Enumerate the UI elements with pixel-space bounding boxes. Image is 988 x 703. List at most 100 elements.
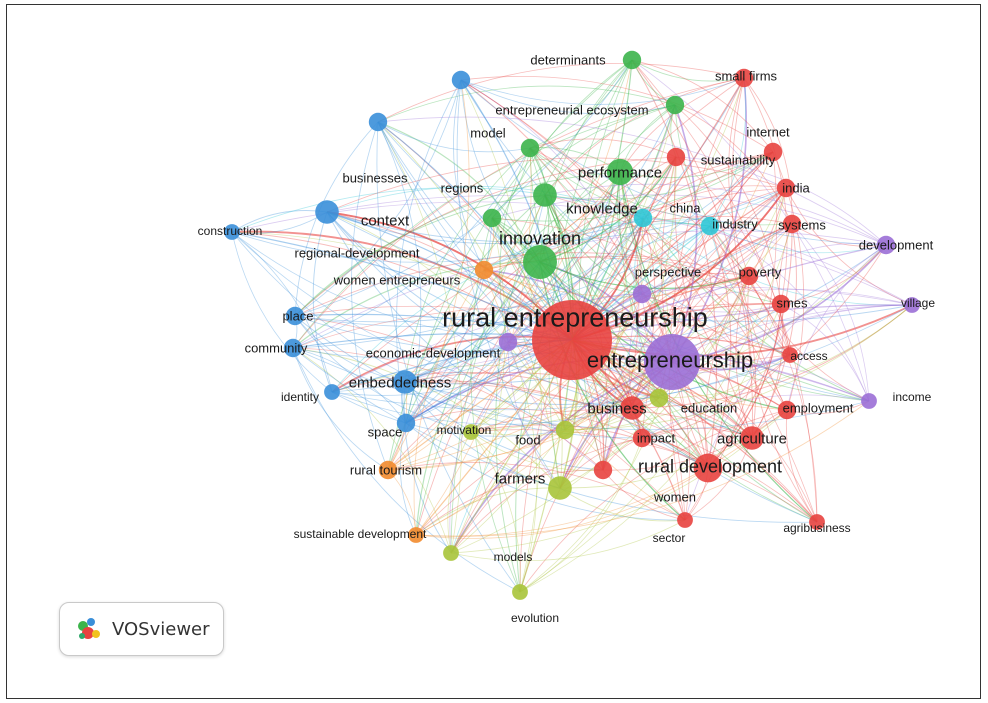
node-entrepreneurship[interactable]	[644, 334, 700, 390]
label-women-entrepreneurs[interactable]: women entrepreneurs	[333, 273, 461, 288]
label-models[interactable]: models	[494, 550, 533, 564]
label-rural-development[interactable]: rural development	[638, 456, 782, 476]
label-small-firms[interactable]: small firms	[715, 69, 778, 84]
node-women[interactable]	[593, 460, 613, 480]
label-china[interactable]: china	[669, 201, 701, 216]
node-farmers[interactable]	[548, 476, 572, 500]
label-embeddedness[interactable]: embeddedness	[349, 374, 452, 391]
label-agriculture[interactable]: agriculture	[717, 430, 787, 447]
node-innovation[interactable]	[523, 245, 557, 279]
node-model[interactable]	[520, 138, 540, 158]
node-construction[interactable]	[224, 224, 240, 240]
label-women[interactable]: women	[653, 490, 696, 505]
label-india[interactable]: india	[782, 181, 810, 196]
node-agribusiness[interactable]	[809, 514, 825, 530]
node-context[interactable]	[315, 200, 339, 224]
node-women-entrepreneurs[interactable]	[474, 260, 494, 280]
label-evolution[interactable]: evolution	[511, 611, 559, 625]
label-impact[interactable]: impact	[637, 431, 676, 446]
label-smes[interactable]: smes	[776, 296, 808, 311]
label-knowledge[interactable]: knowledge	[566, 200, 638, 217]
node-knowledge[interactable]	[533, 183, 557, 207]
label-performance[interactable]: performance	[578, 164, 662, 181]
label-food[interactable]: food	[515, 433, 540, 448]
label-entrepreneurial-ecosystem[interactable]: entrepreneurial ecosystem	[495, 103, 648, 118]
node-impact[interactable]	[632, 428, 652, 448]
label-context[interactable]: context	[361, 212, 410, 229]
node-businesses[interactable]	[368, 112, 388, 132]
node-embeddedness[interactable]	[393, 370, 417, 394]
node-sector[interactable]	[677, 512, 693, 528]
label-businesses[interactable]: businesses	[342, 171, 408, 186]
label-determinants[interactable]: determinants	[530, 53, 606, 68]
label-identity[interactable]: identity	[281, 390, 319, 404]
label-sustainability[interactable]: sustainability	[701, 153, 776, 168]
label-place[interactable]: place	[282, 309, 313, 324]
label-innovation[interactable]: innovation	[499, 228, 581, 248]
label-model[interactable]: model	[470, 126, 506, 141]
label-business[interactable]: business	[587, 400, 646, 417]
label-farmers[interactable]: farmers	[495, 470, 546, 487]
node-evolution[interactable]	[512, 584, 528, 600]
label-industry[interactable]: industry	[712, 217, 758, 232]
node-regions[interactable]	[482, 208, 502, 228]
node-economic-development[interactable]	[498, 332, 518, 352]
label-poverty[interactable]: poverty	[739, 265, 782, 280]
node-china[interactable]	[633, 208, 653, 228]
node-smes[interactable]	[771, 294, 791, 314]
label-development[interactable]: development	[859, 238, 934, 253]
node-rural-entrepreneurship[interactable]	[532, 300, 612, 380]
node-india[interactable]	[776, 178, 796, 198]
label-internet[interactable]: internet	[746, 125, 790, 140]
label-income[interactable]: income	[893, 390, 932, 404]
label-community[interactable]: community	[245, 341, 308, 356]
label-systems[interactable]: systems	[778, 218, 826, 233]
node-regional-development[interactable]	[451, 70, 471, 90]
node-performance[interactable]	[606, 158, 634, 186]
node-agriculture[interactable]	[740, 426, 764, 450]
node-business[interactable]	[620, 396, 644, 420]
node-rural-development[interactable]	[693, 453, 723, 483]
label-village[interactable]: village	[901, 296, 935, 310]
label-rural-entrepreneurship[interactable]: rural entrepreneurship	[442, 302, 708, 332]
node-determinants[interactable]	[622, 50, 642, 70]
label-education[interactable]: education	[681, 401, 737, 416]
label-economic-development[interactable]: economic-development	[366, 346, 501, 361]
label-perspective[interactable]: perspective	[635, 265, 701, 280]
label-rural-tourism[interactable]: rural tourism	[350, 463, 422, 478]
label-regional-development[interactable]: regional-development	[294, 246, 419, 261]
label-sustainable-development[interactable]: sustainable development	[294, 527, 427, 541]
label-sector[interactable]: sector	[653, 531, 686, 545]
node-food[interactable]	[555, 420, 575, 440]
node-entrepreneurial-ecosystem[interactable]	[665, 95, 685, 115]
node-access[interactable]	[782, 347, 798, 363]
node-poverty[interactable]	[739, 266, 759, 286]
node-small-firms[interactable]	[734, 68, 754, 88]
label-space[interactable]: space	[368, 425, 403, 440]
node-sustainability[interactable]	[666, 147, 686, 167]
node-systems[interactable]	[782, 214, 802, 234]
node-rural-tourism[interactable]	[378, 460, 398, 480]
label-employment[interactable]: employment	[783, 401, 854, 416]
node-sustainable-development[interactable]	[408, 527, 424, 543]
node-models[interactable]	[443, 545, 459, 561]
label-construction[interactable]: construction	[198, 224, 263, 238]
node-income[interactable]	[861, 393, 877, 409]
node-space[interactable]	[396, 413, 416, 433]
node-employment[interactable]	[777, 400, 797, 420]
node-perspective[interactable]	[632, 284, 652, 304]
label-regions[interactable]: regions	[441, 181, 484, 196]
node-motivation[interactable]	[463, 424, 479, 440]
node-internet[interactable]	[763, 142, 783, 162]
node-identity[interactable]	[324, 384, 340, 400]
node-industry[interactable]	[700, 216, 720, 236]
label-entrepreneurship[interactable]: entrepreneurship	[587, 348, 753, 373]
node-education[interactable]	[649, 388, 669, 408]
node-development[interactable]	[876, 235, 896, 255]
node-village[interactable]	[904, 297, 920, 313]
node-community[interactable]	[283, 338, 303, 358]
label-motivation[interactable]: motivation	[437, 423, 492, 437]
label-access[interactable]: access	[790, 349, 827, 363]
label-agribusiness[interactable]: agribusiness	[783, 521, 850, 535]
